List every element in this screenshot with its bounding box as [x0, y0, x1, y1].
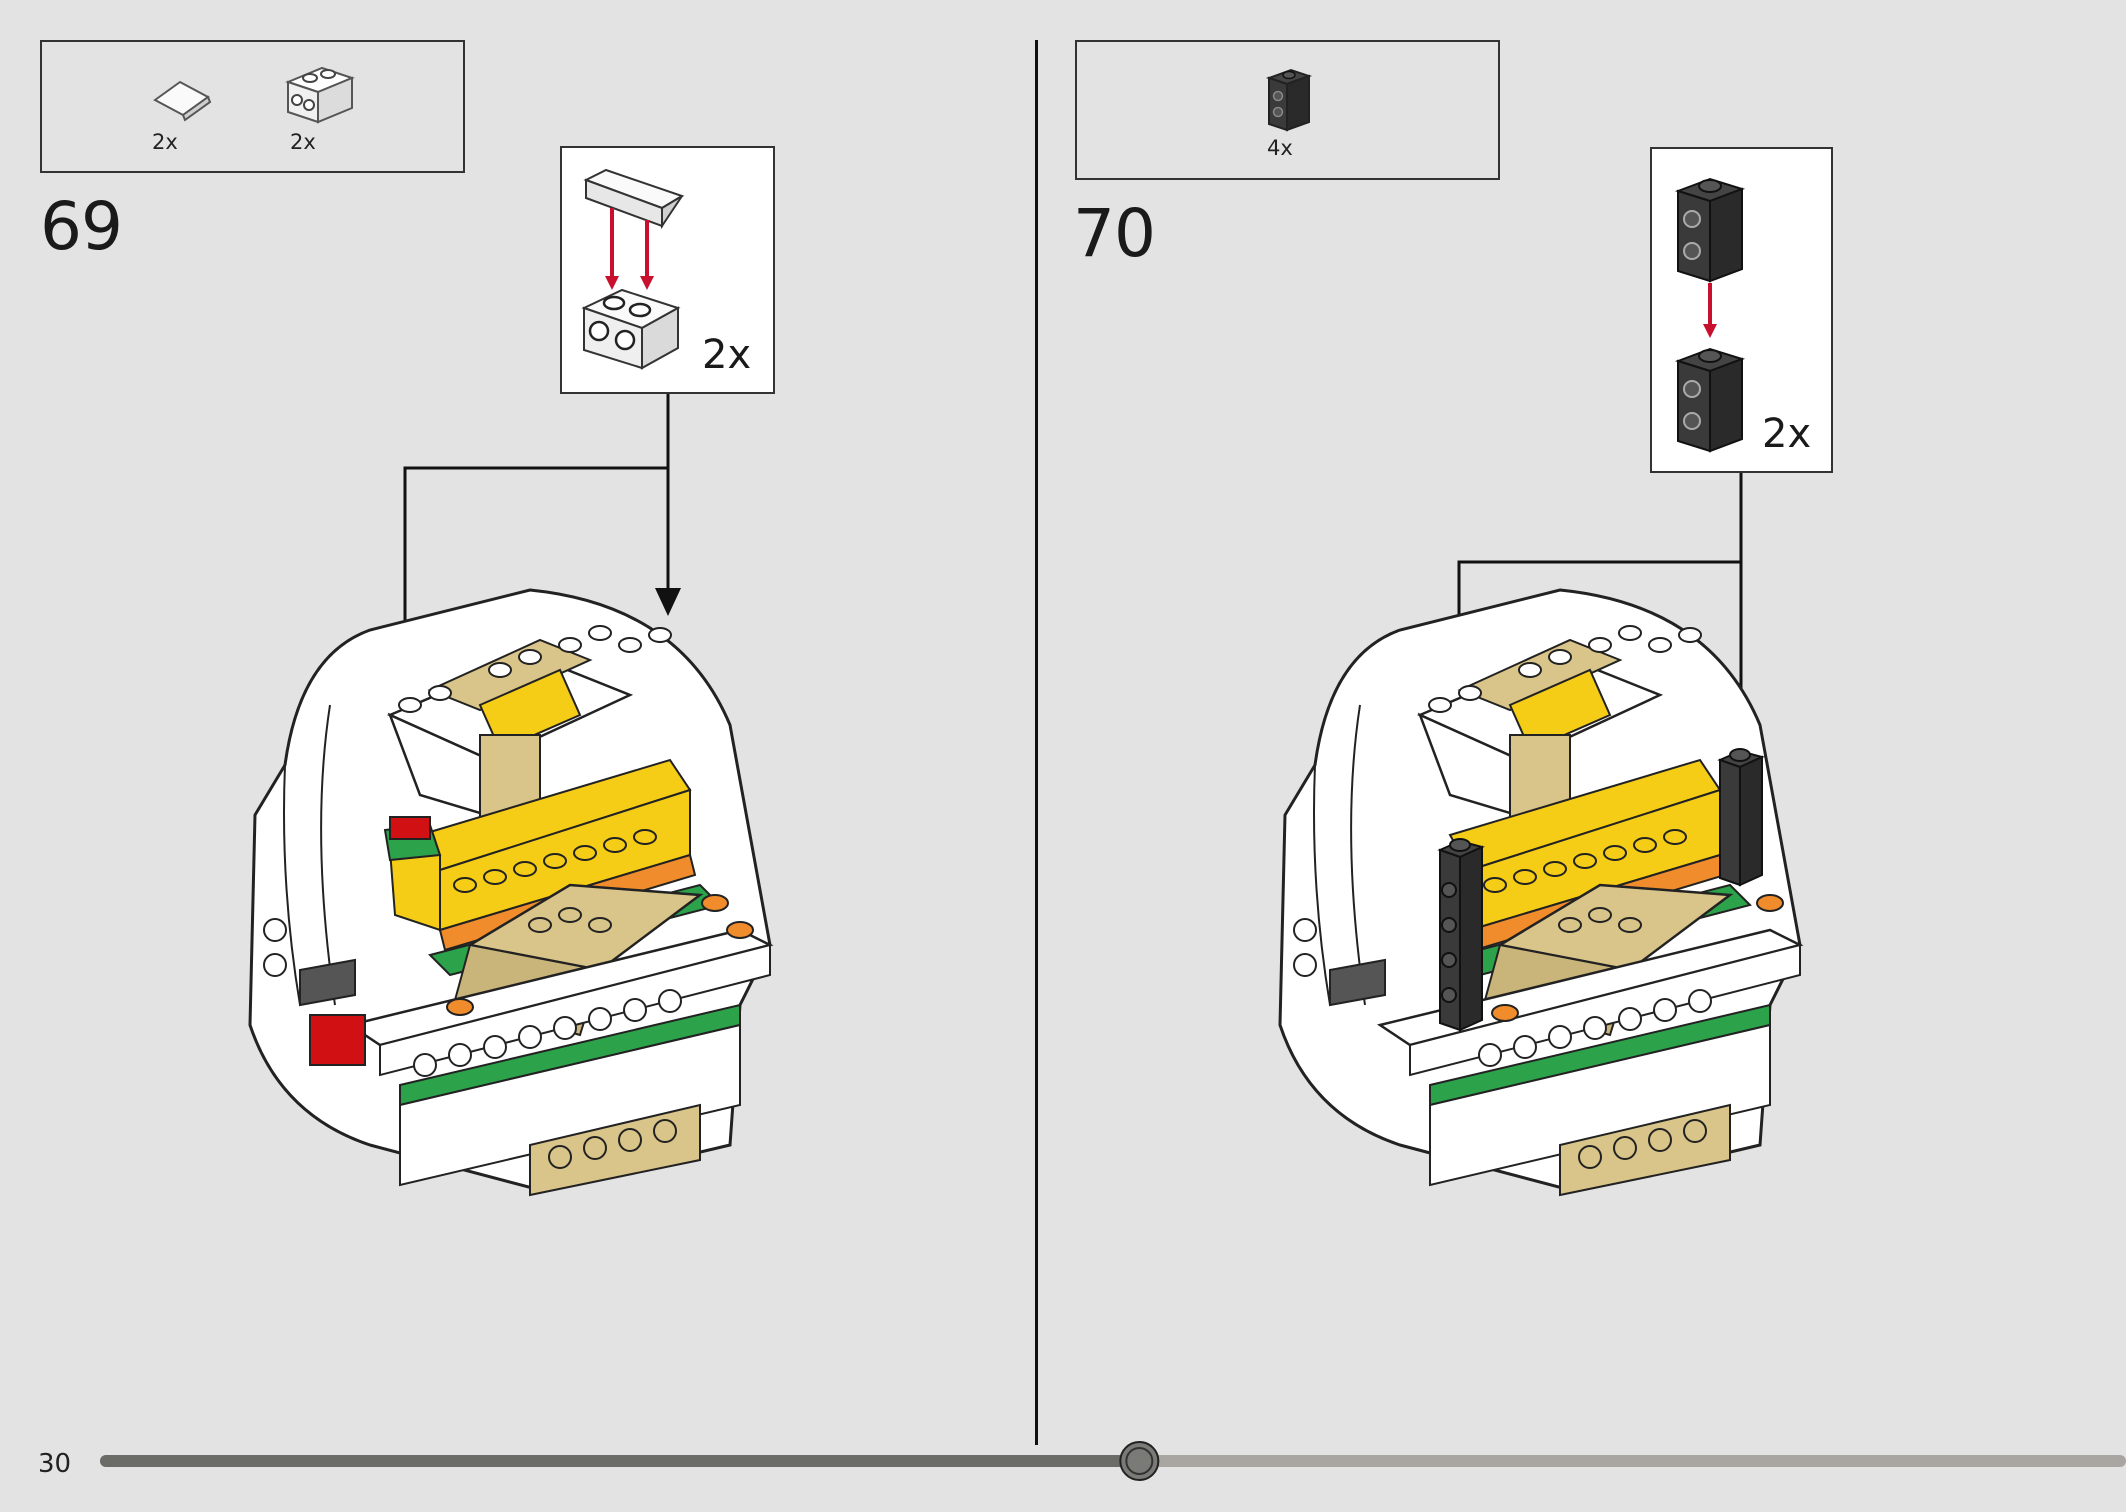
sub-assembly-callout: 2x: [1650, 147, 1833, 473]
callout-count: 2x: [1762, 411, 1812, 457]
parts-list-step-70: 4x: [1075, 40, 1500, 180]
brick-studs-side-black-icon: [1265, 68, 1313, 132]
slope-tile-white-icon: [153, 80, 212, 122]
progress-handle[interactable]: [1119, 1441, 1160, 1481]
parts-list-step-69: 2x 2x: [40, 40, 465, 173]
sub-assembly-diagram: [581, 168, 685, 370]
callout-count: 2x: [702, 332, 752, 378]
model-step-69: [248, 588, 774, 1197]
step-number: 69: [40, 188, 123, 265]
part-count: 4x: [1267, 136, 1293, 160]
page-progress-bar[interactable]: [0, 1440, 2126, 1484]
page-number: 30: [38, 1449, 72, 1479]
part-count: 2x: [290, 130, 316, 154]
page-divider: [1035, 40, 1038, 1445]
part-count: 2x: [152, 130, 178, 154]
brick-studs-side-white-icon: [285, 66, 355, 124]
step-number: 70: [1073, 195, 1156, 272]
progress-fill: [100, 1455, 1140, 1467]
sub-assembly-diagram: [1674, 177, 1746, 453]
model-step-70: [1278, 588, 1804, 1197]
sub-assembly-callout: 2x: [560, 146, 775, 394]
